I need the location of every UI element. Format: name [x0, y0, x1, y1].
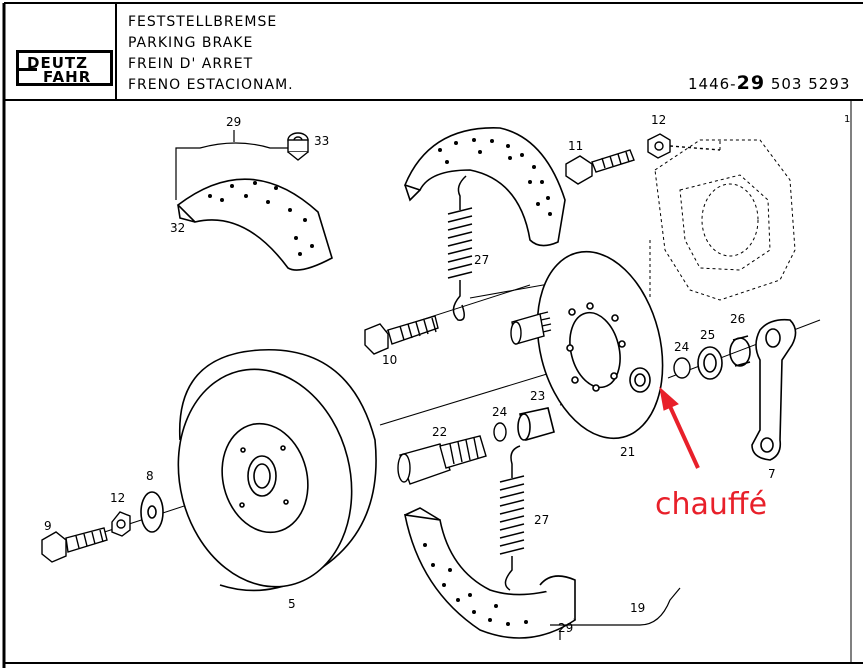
brake-drum-5 — [177, 348, 377, 592]
callout-numbers: 29 33 32 11 12 27 10 24 25 26 21 7 23 24… — [44, 113, 776, 635]
sheet-number: 1 — [844, 114, 851, 125]
callout-22: 22 — [432, 425, 447, 439]
callout-12-top: 12 — [651, 113, 666, 127]
callout-7: 7 — [768, 467, 776, 481]
spring-27-top — [447, 175, 473, 321]
title-de: FESTSTELLBREMSE — [128, 14, 278, 30]
callout-10: 10 — [382, 353, 397, 367]
brake-shoe-lining-32 — [176, 178, 333, 271]
rivet-33 — [287, 132, 309, 161]
washer-8 — [140, 491, 164, 533]
callout-26: 26 — [730, 312, 745, 326]
bushing-23 — [517, 407, 555, 442]
callout-25: 25 — [700, 328, 715, 342]
callout-8: 8 — [146, 469, 154, 483]
callout-24-mid: 24 — [492, 405, 507, 419]
washer-24-right — [673, 357, 691, 379]
logo-text-fahr: FAHR — [43, 68, 92, 86]
callout-5: 5 — [288, 597, 296, 611]
callout-32: 32 — [170, 221, 185, 235]
logo-deutz-fahr: DEUTZ FAHR — [16, 50, 113, 86]
bracket-29-top — [175, 130, 290, 200]
bolt-9 — [41, 527, 108, 563]
bolt-10 — [364, 315, 439, 355]
shaft-22 — [397, 435, 487, 485]
callout-11: 11 — [568, 139, 583, 153]
backing-plate-21 — [536, 250, 664, 440]
clip-26 — [729, 335, 751, 367]
bushing-on-plate — [629, 367, 651, 393]
part-number-prefix: 1446- — [688, 75, 737, 93]
lever-7 — [751, 318, 797, 461]
callout-19: 19 — [630, 601, 645, 615]
spring-27-bottom — [499, 445, 525, 591]
brake-shoe-upper — [403, 127, 566, 247]
red-arrow — [659, 386, 700, 469]
part-number-group: 29 — [736, 72, 766, 94]
nut-12-left — [111, 511, 131, 537]
callout-27-bottom: 27 — [534, 513, 549, 527]
logo-bar — [19, 68, 37, 71]
callout-21: 21 — [620, 445, 635, 459]
title-en: PARKING BRAKE — [128, 35, 254, 51]
part-number-suffix: 503 5293 — [765, 75, 851, 93]
bracket-19-bottom — [550, 587, 681, 640]
title-fr: FREIN D' ARRET — [128, 56, 254, 72]
callout-27-top: 27 — [474, 253, 489, 267]
part-number: 1446-29 503 5293 — [688, 72, 850, 94]
callout-33: 33 — [314, 134, 329, 148]
brake-shoe-lower — [403, 507, 577, 639]
callout-29-top: 29 — [226, 115, 241, 129]
title-es: FRENO ESTACIONAM. — [128, 77, 294, 93]
seal-25 — [697, 346, 723, 380]
washer-24-mid — [493, 422, 507, 442]
callout-29-bottom: 29 — [558, 621, 573, 635]
callout-9: 9 — [44, 519, 52, 533]
nut-12-top — [647, 133, 721, 159]
logo-text-deutz: DEUTZ — [27, 54, 88, 72]
bolt-11 — [565, 149, 635, 185]
cam-stub — [510, 311, 552, 345]
callout-23: 23 — [530, 389, 545, 403]
callout-12-left: 12 — [110, 491, 125, 505]
callout-24-right: 24 — [674, 340, 689, 354]
hub-housing-dashed — [649, 139, 796, 301]
annotation-chauffe: chauffé — [655, 487, 768, 522]
